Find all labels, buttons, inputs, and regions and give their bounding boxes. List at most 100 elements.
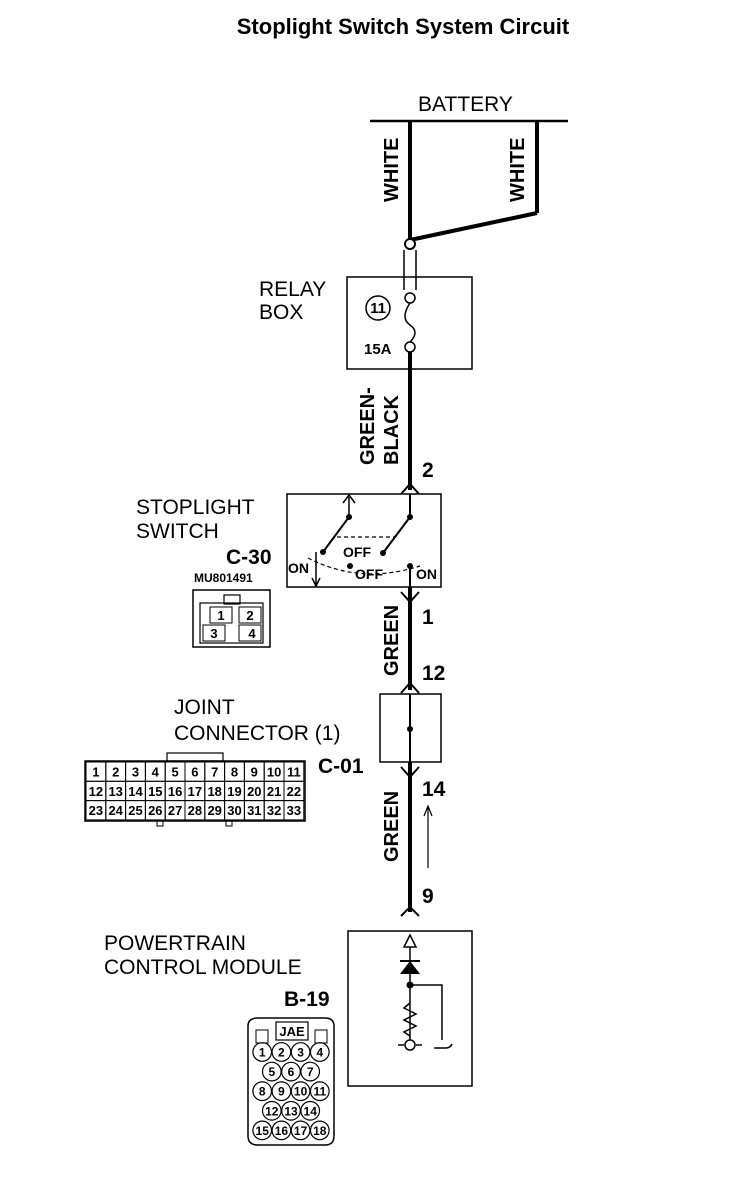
joint-connector-node — [407, 726, 413, 732]
joint-connector-label-2: CONNECTOR (1) — [174, 722, 340, 745]
connector-c30-face: 1 2 3 4 — [192, 589, 271, 648]
c01-pin: 18 — [207, 784, 221, 799]
b19-pin-circle — [309, 1120, 330, 1141]
wire-label-white-2: WHITE — [507, 138, 529, 202]
connector-arrow-c30-bottom — [400, 591, 420, 604]
c01-pin: 3 — [132, 765, 139, 780]
c01-pin: 30 — [227, 803, 241, 818]
wire-label-white-1: WHITE — [381, 138, 403, 202]
connector-arrow-c01-bottom — [400, 766, 420, 779]
c30-pin-3: 3 — [210, 626, 217, 641]
mechanical-link-lower — [307, 557, 421, 575]
battery-label: BATTERY — [418, 93, 513, 116]
right-on-dot — [407, 563, 413, 569]
c01-pin: 24 — [108, 803, 123, 818]
switch-left-on: ON — [288, 560, 309, 576]
c01-pin: 6 — [191, 765, 198, 780]
splice-terminal — [404, 238, 416, 250]
fuse-element — [404, 302, 416, 343]
left-off-contact — [347, 563, 353, 569]
c01-pin: 15 — [148, 784, 162, 799]
stoplight-switch-label-2: SWITCH — [136, 520, 219, 543]
b19-pin: 18 — [313, 1124, 327, 1138]
c01-pin: 19 — [227, 784, 241, 799]
left-on-arrow — [311, 577, 321, 588]
b19-pin: 11 — [313, 1085, 326, 1099]
b19-pin-circle — [309, 1081, 330, 1102]
c01-pin: 1 — [92, 765, 99, 780]
fuse-terminal-top — [404, 292, 416, 304]
current-flow-arrow — [423, 804, 433, 868]
b19-pin: 1 — [259, 1046, 266, 1060]
pcm-label-1: POWERTRAIN — [104, 932, 246, 955]
b19-pin-circle — [300, 1100, 321, 1121]
b19-pin: 10 — [294, 1085, 308, 1099]
resistor-icon — [402, 1002, 418, 1037]
b19-pin: 5 — [268, 1065, 275, 1079]
c30-pin-4: 4 — [248, 626, 256, 641]
b19-pin-circle — [300, 1061, 321, 1082]
c01-pin: 10 — [267, 765, 281, 780]
connector-maker: JAE — [279, 1024, 305, 1039]
b19-pin: 15 — [256, 1124, 270, 1138]
c01-pin: 9 — [251, 765, 258, 780]
c01-pin: 17 — [188, 784, 202, 799]
b19-pin: 13 — [284, 1104, 298, 1118]
connector-b19-label: B-19 — [284, 988, 330, 1011]
relay-box-label-1: RELAY — [259, 278, 326, 301]
c01-pin: 8 — [231, 765, 238, 780]
switch-left-off: OFF — [343, 544, 371, 560]
connector-arrow-b19 — [400, 905, 420, 917]
c01-pin: 2 — [112, 765, 119, 780]
c01-pin: 7 — [211, 765, 218, 780]
pcm-label-2: CONTROL MODULE — [104, 956, 302, 979]
fuse-shield — [403, 250, 417, 290]
connector-arrow-c01-top — [400, 681, 420, 694]
part-number: MU801491 — [194, 571, 253, 585]
c01-pin: 14 — [128, 784, 143, 799]
c01-pin: 29 — [207, 803, 221, 818]
c01-pin: 23 — [89, 803, 103, 818]
b19-pin: 6 — [288, 1065, 295, 1079]
pcm-input-arrow — [402, 933, 418, 948]
pcm-terminal — [404, 1039, 416, 1051]
fuse-number: 11 — [370, 300, 386, 317]
c01-pin: 4 — [152, 765, 160, 780]
right-switch-blade — [382, 516, 411, 554]
pin-9-label: 9 — [422, 885, 434, 908]
connector-c30-label: C-30 — [226, 546, 272, 569]
c30-pin-2: 2 — [246, 608, 253, 623]
c01-pin: 12 — [89, 784, 103, 799]
pin-14-label: 14 — [422, 778, 446, 801]
stoplight-switch-frame — [286, 493, 442, 588]
b19-pin: 2 — [278, 1046, 285, 1060]
switch-right-off: OFF — [355, 566, 383, 582]
fuse-number-circle — [365, 295, 391, 321]
c01-pin-cell — [283, 800, 305, 821]
c01-pin: 31 — [247, 803, 261, 818]
c01-pin: 16 — [168, 784, 182, 799]
pin-1-label: 1 — [422, 606, 434, 629]
switch-right-on: ON — [416, 566, 437, 582]
stoplight-switch-label-1: STOPLIGHT — [136, 496, 255, 519]
b19-pin: 7 — [307, 1065, 314, 1079]
right-blade-end — [380, 550, 386, 556]
c30-pin-1: 1 — [217, 608, 224, 623]
b19-pin: 16 — [275, 1124, 289, 1138]
c01-pin: 28 — [188, 803, 202, 818]
b19-pin: 9 — [278, 1085, 285, 1099]
c01-pin: 33 — [287, 803, 301, 818]
pcm-sense-line — [410, 984, 443, 1040]
c01-pin: 25 — [128, 803, 142, 818]
c01-pin: 13 — [108, 784, 122, 799]
c01-pin: 21 — [267, 784, 281, 799]
fuse-terminal-bottom — [404, 341, 416, 353]
wire-label-green-1: GREEN — [381, 605, 403, 676]
left-contact-arrow — [342, 493, 356, 517]
ground-icon — [434, 1043, 453, 1049]
b19-pin-circle — [309, 1042, 330, 1062]
pcm-frame — [347, 930, 473, 1087]
